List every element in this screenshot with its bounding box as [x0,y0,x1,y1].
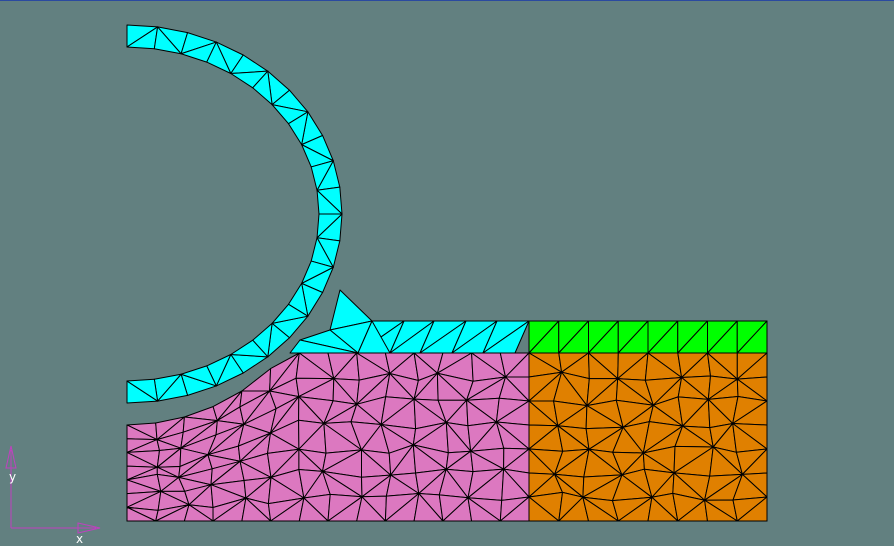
right-strip [528,320,768,354]
mesh-element [288,111,309,146]
upper-strip [289,289,530,354]
mesh-element [301,260,334,284]
axes-triad: y x [5,445,101,546]
lower-left-block [126,352,530,522]
lower-right-block [528,352,768,522]
curved-band [126,24,343,404]
mesh-element [230,339,269,358]
x-axis-label: x [76,532,83,546]
y-axis-label: y [9,470,16,484]
mesh-element [482,320,530,354]
mesh-element [289,339,359,354]
mesh-boundary [126,320,768,522]
mesh [126,24,768,522]
mesh-element [180,365,217,387]
mesh-element [206,41,232,75]
viewport-top-border [0,0,894,1]
mesh-element [310,160,334,191]
mesh-element [271,303,309,324]
mesh-element [252,70,273,106]
mesh-element [316,213,343,239]
mesh-element [126,378,159,402]
mesh-element [241,368,272,392]
mesh-element [153,26,182,55]
mesh-element [357,320,391,354]
